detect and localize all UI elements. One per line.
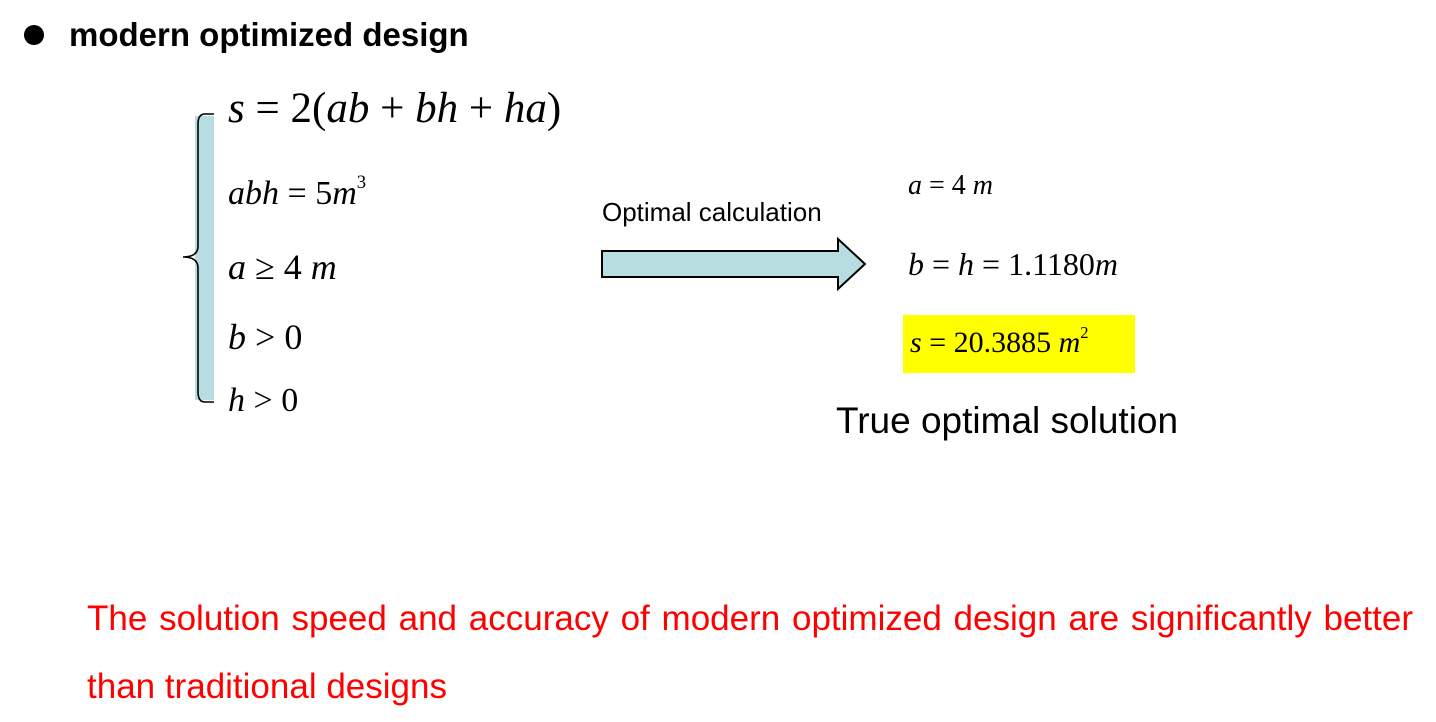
heading-text: modern optimized design bbox=[69, 16, 469, 53]
h-constraint: h > 0 bbox=[228, 382, 299, 419]
bullet-icon bbox=[24, 25, 44, 45]
right-arrow-icon bbox=[601, 236, 867, 292]
section-heading: modern optimized design bbox=[24, 16, 469, 54]
arrow-label: Optimal calculation bbox=[602, 197, 822, 227]
result-s: s = 20.3885 m2 bbox=[910, 322, 1089, 359]
b-constraint: b > 0 bbox=[228, 317, 303, 357]
brace-bar bbox=[195, 116, 214, 400]
objective-equation: s = 2(ab + bh + ha) bbox=[228, 85, 562, 132]
left-brace-icon bbox=[182, 113, 214, 403]
a-constraint: a ≥ 4 m bbox=[228, 247, 337, 287]
volume-constraint: abh = 5m3 bbox=[228, 172, 367, 212]
conclusion-text: The solution speed and accuracy of moder… bbox=[87, 599, 1413, 706]
solution-label: True optimal solution bbox=[836, 400, 1179, 441]
result-highlight bbox=[903, 315, 1135, 373]
result-bh: b = h = 1.1180m bbox=[908, 246, 1119, 282]
result-a: a = 4 m bbox=[908, 170, 994, 201]
